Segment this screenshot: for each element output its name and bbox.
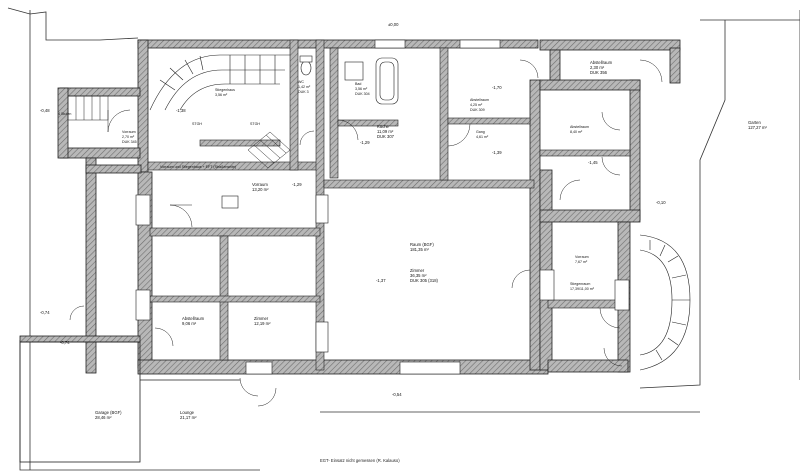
room-vorraum-left: Vorraum 2,70 m² DUK 345 xyxy=(122,130,137,145)
room-name: Zimmer xyxy=(254,316,269,321)
room-name: Abstellraum xyxy=(182,316,205,321)
room-abstellraum-mid: Abstellraum 4,25 m² DUK 309 xyxy=(470,98,489,113)
stgh-label-1: STGH xyxy=(192,122,202,126)
level-marker: -1,37 xyxy=(376,278,386,283)
vorraum-banner: Vorraum und Stiegenhaus + EFT (Straßense… xyxy=(160,165,237,169)
room-area: 8,40 m² xyxy=(570,130,583,134)
room-area: 28,46 m² xyxy=(95,415,112,420)
room-area: 2,30 m² xyxy=(590,65,605,70)
exterior-walls xyxy=(19,39,681,375)
room-area: 36,35 m² xyxy=(410,273,427,278)
room-name: Stiegenhaus xyxy=(215,88,235,92)
room-name: Garten xyxy=(748,120,761,125)
room-area: 13,20 m² xyxy=(252,187,269,192)
room-name: Küche xyxy=(377,124,389,129)
room-code: DUK 305 (318) xyxy=(410,278,438,283)
room-area: 3,56 m² xyxy=(355,87,368,91)
room-area: 4,61 m² xyxy=(476,135,489,139)
level-marker: ±0,00 xyxy=(388,22,399,27)
doors xyxy=(69,59,663,407)
room-raum-bgf: Raum (BGF) 181,35 m² xyxy=(410,242,434,252)
room-name: Vorraum xyxy=(122,130,136,134)
level-marker: -0,54 xyxy=(392,392,402,397)
room-area: 1,42 m² xyxy=(298,85,311,89)
level-marker: -0,48 xyxy=(40,108,50,113)
level-marker: -1,39 xyxy=(492,150,502,155)
room-area: 17,39/11,00 m² xyxy=(570,287,594,291)
room-name: Stiegenraum xyxy=(570,282,591,286)
level-marker: -1,29 xyxy=(292,182,302,187)
room-area: 4,25 m² xyxy=(470,103,483,107)
room-code: DUK 304 xyxy=(355,92,370,96)
room-kueche: Küche 11,09 m² DUK 307 xyxy=(377,124,394,139)
room-code: DUK 356 xyxy=(590,70,607,75)
room-name: Raum (BGF) xyxy=(410,242,434,247)
room-code: DUK 345 xyxy=(122,140,137,144)
room-area: 12,19 m² xyxy=(254,321,271,326)
room-area: 9,06 m² xyxy=(182,321,197,326)
room-name: WC xyxy=(298,80,304,84)
room-vorraum-right: Vorraum 7,67 m² xyxy=(575,255,589,265)
room-name: Bad xyxy=(355,82,362,86)
room-vorraum-main: Vorraum 13,20 m² xyxy=(252,182,269,192)
room-code: DUK 307 xyxy=(377,134,394,139)
room-name: Abstellraum xyxy=(470,98,489,102)
room-name: Garage (BGF) xyxy=(95,410,122,415)
room-area: 7,67 m² xyxy=(575,260,588,264)
windows xyxy=(135,39,630,375)
room-garten: Garten 127,27 m² xyxy=(748,120,767,130)
room-abstellraum-top: Abstellraum 2,30 m² DUK 356 xyxy=(590,60,612,75)
room-abstellraum-low: Abstellraum 9,06 m² xyxy=(182,316,204,326)
room-name: Vorraum xyxy=(252,182,268,187)
site-boundary xyxy=(7,7,800,471)
sanitary-fixtures xyxy=(299,55,399,105)
room-code: DUK 309 xyxy=(470,108,485,112)
room-lounge: Lounge 21,17 m² xyxy=(180,410,197,420)
room-abstellraum-right: Abstellraum 8,40 m² xyxy=(570,125,589,135)
level-marker: -1,38 xyxy=(176,108,186,113)
room-name: Vorraum xyxy=(575,255,589,259)
hallway-cabinet xyxy=(221,195,239,209)
room-stiegenraum: Stiegenraum 17,39/11,00 m² xyxy=(570,282,594,292)
level-marker: -0,74 xyxy=(60,340,70,345)
room-area: 3,56 m² xyxy=(215,93,228,97)
level-marker: -1,70 xyxy=(492,85,502,90)
room-code: DUK 3 xyxy=(298,90,309,94)
stair-left xyxy=(67,95,109,121)
level-marker: -0,74 xyxy=(40,310,50,315)
level-marker: -1,29 xyxy=(360,140,370,145)
level-marker: -0,10 xyxy=(656,200,666,205)
room-area: 2,70 m² xyxy=(122,135,135,139)
room-wc: WC 1,42 m² DUK 3 xyxy=(298,80,310,95)
garage-outline xyxy=(19,341,240,463)
room-name: Gang xyxy=(476,130,485,134)
room-stiegenhaus: Stiegenhaus 3,56 m² xyxy=(215,88,235,98)
room-area: 21,17 m² xyxy=(180,415,197,420)
spiral-stair-top xyxy=(149,54,290,111)
room-bad: Bad 3,56 m² DUK 304 xyxy=(355,82,370,97)
spiral-stair-right xyxy=(639,234,691,371)
stair-diagonal xyxy=(247,131,291,169)
step-label: 4 Stufen xyxy=(58,112,72,116)
room-name: Zimmer xyxy=(410,268,425,273)
room-area: 11,09 m² xyxy=(377,129,394,134)
room-garage: Garage (BGF) 28,46 m² xyxy=(95,410,122,420)
room-area: 127,27 m² xyxy=(748,125,767,130)
level-marker: -1,45 xyxy=(588,160,598,165)
room-area: 181,35 m² xyxy=(410,247,429,252)
room-name: Abstellraum xyxy=(570,125,589,129)
footnote: EGT- Einsatz nicht gemessen (R. Kalauso) xyxy=(320,458,400,463)
room-name: Abstellraum xyxy=(590,60,613,65)
room-gang: Gang 4,61 m² xyxy=(476,130,488,140)
stgh-label-2: STGH xyxy=(250,122,260,126)
room-zimmer-big: Zimmer 36,35 m² DUK 305 (318) xyxy=(410,268,438,283)
room-zimmer-small: Zimmer 12,19 m² xyxy=(254,316,271,326)
room-name: Lounge xyxy=(180,410,194,415)
